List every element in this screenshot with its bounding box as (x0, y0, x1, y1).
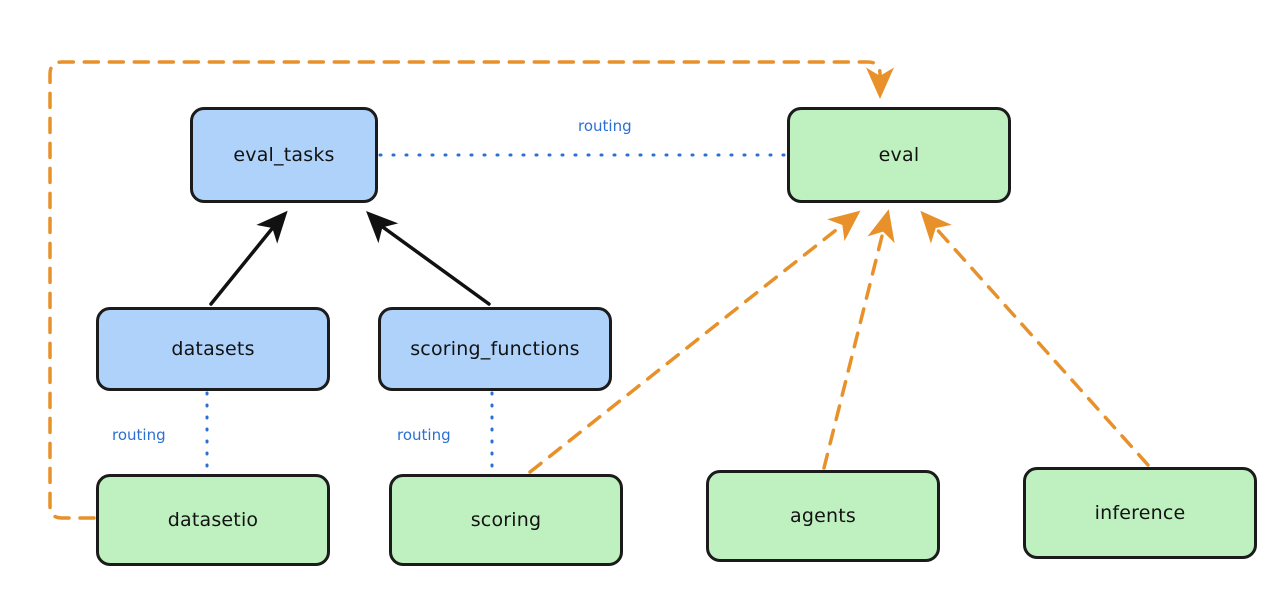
node-scoring[interactable]: scoring (389, 474, 623, 566)
edge-datasetio-eval (48, 60, 894, 520)
node-datasets[interactable]: datasets (96, 307, 330, 391)
edge-label-routing-datasetio: routing (112, 426, 166, 444)
edge-inference-eval (920, 210, 1150, 467)
edge-label-routing-scoring: routing (397, 426, 451, 444)
node-label-inference: inference (1094, 502, 1186, 524)
edge-scoring_functions-eval_tasks (366, 211, 491, 306)
edge-label-routing-eval: routing (578, 117, 632, 135)
node-label-eval_tasks: eval_tasks (233, 144, 335, 166)
node-label-datasetio: datasetio (167, 509, 259, 531)
node-agents[interactable]: agents (706, 470, 940, 562)
node-label-agents: agents (790, 505, 856, 527)
node-label-datasets: datasets (171, 338, 255, 360)
edge-datasets-eval_tasks (209, 210, 288, 306)
node-eval[interactable]: eval (787, 107, 1011, 203)
node-datasetio[interactable]: datasetio (96, 474, 330, 566)
edge-agents-eval (822, 209, 895, 470)
node-scoring_functions[interactable]: scoring_functions (378, 307, 612, 391)
edge-scoring-eval (528, 210, 861, 474)
node-label-scoring_functions: scoring_functions (410, 338, 580, 360)
node-label-eval: eval (878, 144, 920, 166)
node-eval_tasks[interactable]: eval_tasks (190, 107, 378, 203)
node-label-scoring: scoring (470, 509, 542, 531)
node-inference[interactable]: inference (1023, 467, 1257, 559)
